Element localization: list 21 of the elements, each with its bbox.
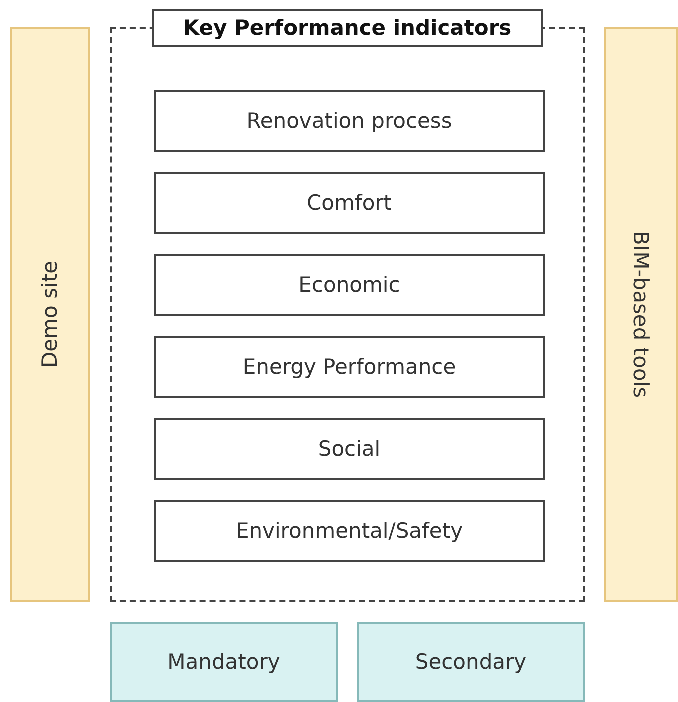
side-band	[604, 27, 678, 602]
vertical-label: Demo site	[38, 261, 62, 368]
category-box	[357, 622, 585, 702]
box-label: Comfort	[306, 191, 392, 215]
box-label: Environmental/Safety	[236, 519, 464, 543]
box-label: Secondary	[415, 650, 527, 674]
category-box	[110, 622, 338, 702]
vertical-label: BIM-based tools	[629, 230, 653, 398]
indicator-box	[154, 500, 545, 562]
indicator-box	[154, 336, 545, 398]
box-label: Energy Performance	[242, 355, 456, 379]
box-label: Renovation process	[246, 109, 452, 133]
group-title: Key Performance indicators	[152, 9, 543, 47]
indicator-box	[154, 418, 545, 480]
box-label: Mandatory	[168, 650, 280, 674]
box-label: Social	[318, 437, 381, 461]
side-band	[10, 27, 90, 602]
indicator-box	[154, 90, 545, 152]
indicator-box	[154, 172, 545, 234]
indicator-box	[154, 254, 545, 316]
box-label: Economic	[298, 273, 400, 297]
